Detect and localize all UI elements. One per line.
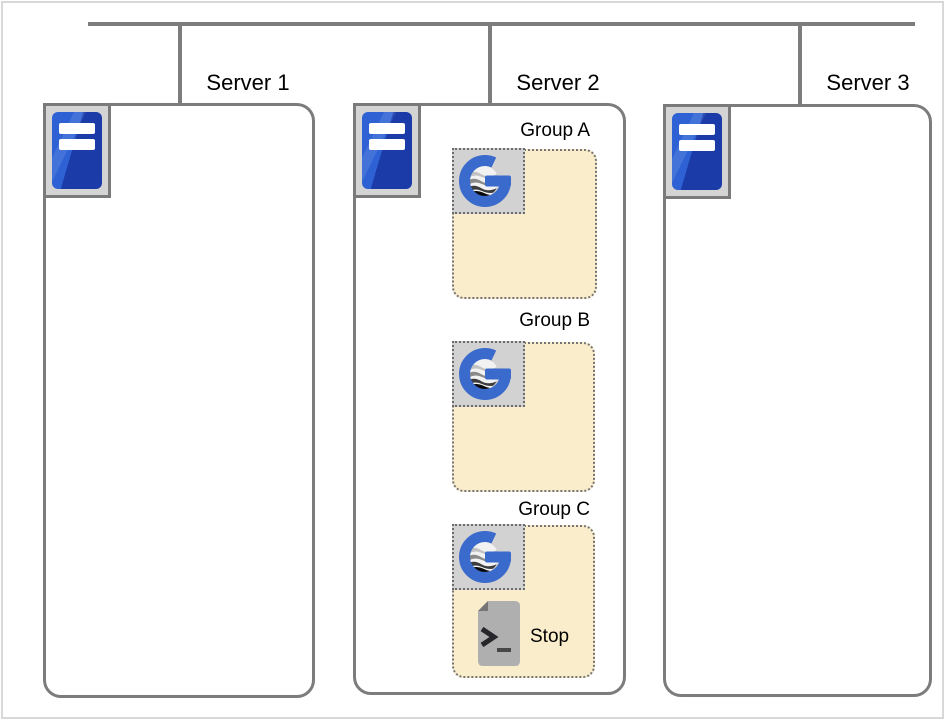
task-stop-label: Stop [530, 626, 570, 647]
server-tower-icon [43, 103, 111, 198]
server3-label: Server 3 [826, 70, 910, 95]
server1-box [43, 103, 315, 698]
server1-connector-line [178, 24, 182, 104]
server1-label: Server 1 [206, 70, 290, 95]
script-task-icon [474, 601, 520, 666]
server3-box [663, 104, 932, 697]
server2-label: Server 2 [516, 70, 600, 95]
goanywhere-agent-icon [452, 148, 525, 214]
group-a-label: Group A [520, 120, 590, 141]
network-bus-line [88, 22, 915, 26]
server-tower-icon [353, 103, 421, 198]
goanywhere-agent-icon [452, 524, 525, 590]
goanywhere-agent-icon [452, 341, 525, 407]
group-c-label: Group C [518, 499, 590, 520]
server3-connector-line [798, 24, 802, 104]
server-tower-icon [663, 104, 731, 199]
server2-connector-line [488, 24, 492, 104]
group-b-label: Group B [519, 310, 590, 331]
